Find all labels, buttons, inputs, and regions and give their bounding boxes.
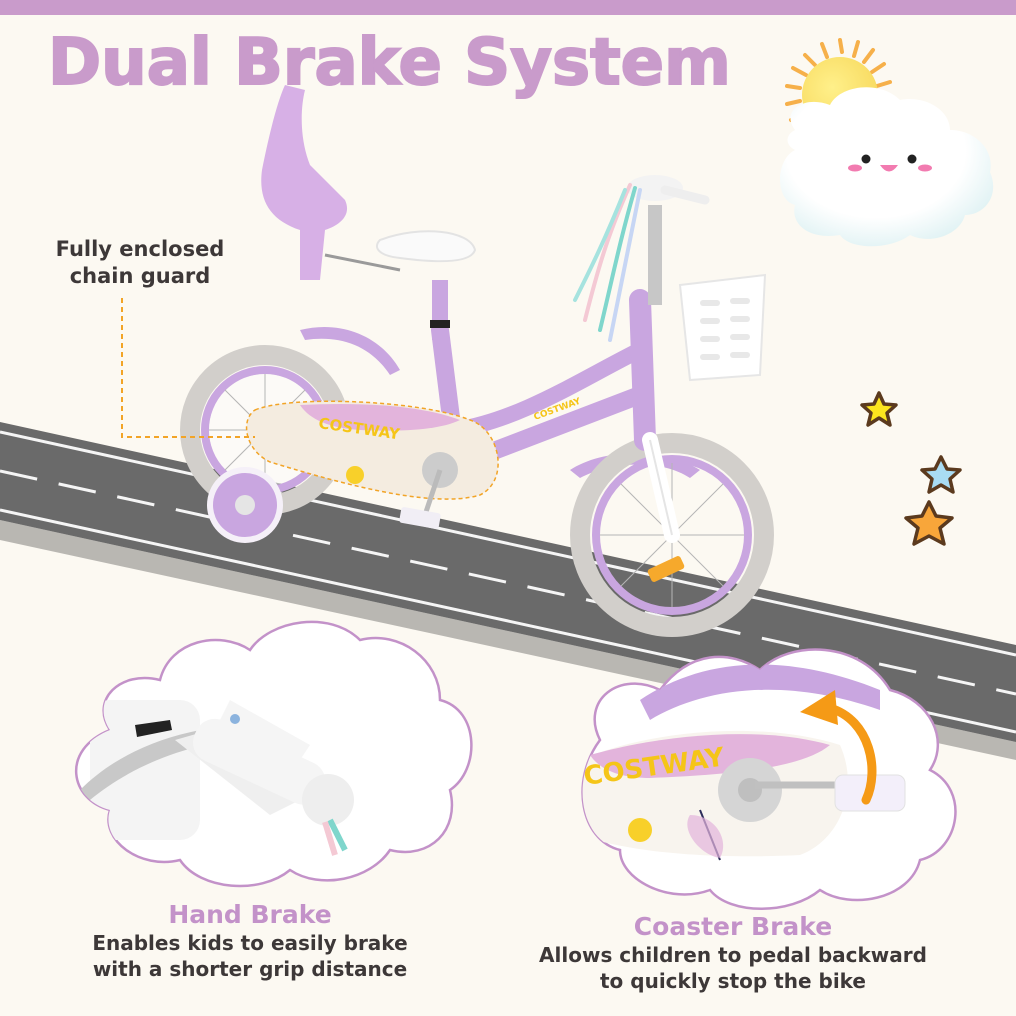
callout-guide-line (121, 298, 255, 438)
page-title: Dual Brake System (47, 25, 732, 101)
callout-line-2: chain guard (69, 264, 211, 288)
feature-desc-line-1: Enables kids to easily brake (92, 931, 408, 955)
hand-brake-cloud-image (74, 620, 473, 888)
feature-desc-line-2: with a shorter grip distance (92, 957, 408, 981)
star-icon (860, 391, 898, 427)
curved-arrow-icon (800, 690, 877, 805)
star-icon (920, 455, 962, 494)
coaster-brake-cloud-image: COSTWAY (581, 648, 957, 910)
feature-title: Hand Brake (168, 900, 332, 929)
chain-guard-callout: Fully enclosed chain guard (40, 236, 240, 290)
feature-desc-line-1: Allows children to pedal backward (539, 943, 927, 967)
top-accent-bar (0, 0, 1016, 15)
bike-illustration: COSTWAY COSTWAY (180, 85, 774, 637)
feature-coaster-brake: Coaster Brake Allows children to pedal b… (505, 912, 961, 994)
feature-desc-line-2: to quickly stop the bike (600, 969, 866, 993)
feature-title: Coaster Brake (633, 912, 833, 941)
smiling-cloud-icon (780, 87, 994, 247)
star-icon (904, 500, 954, 546)
callout-line-1: Fully enclosed (55, 237, 225, 261)
feature-hand-brake: Hand Brake Enables kids to easily brake … (70, 900, 430, 982)
